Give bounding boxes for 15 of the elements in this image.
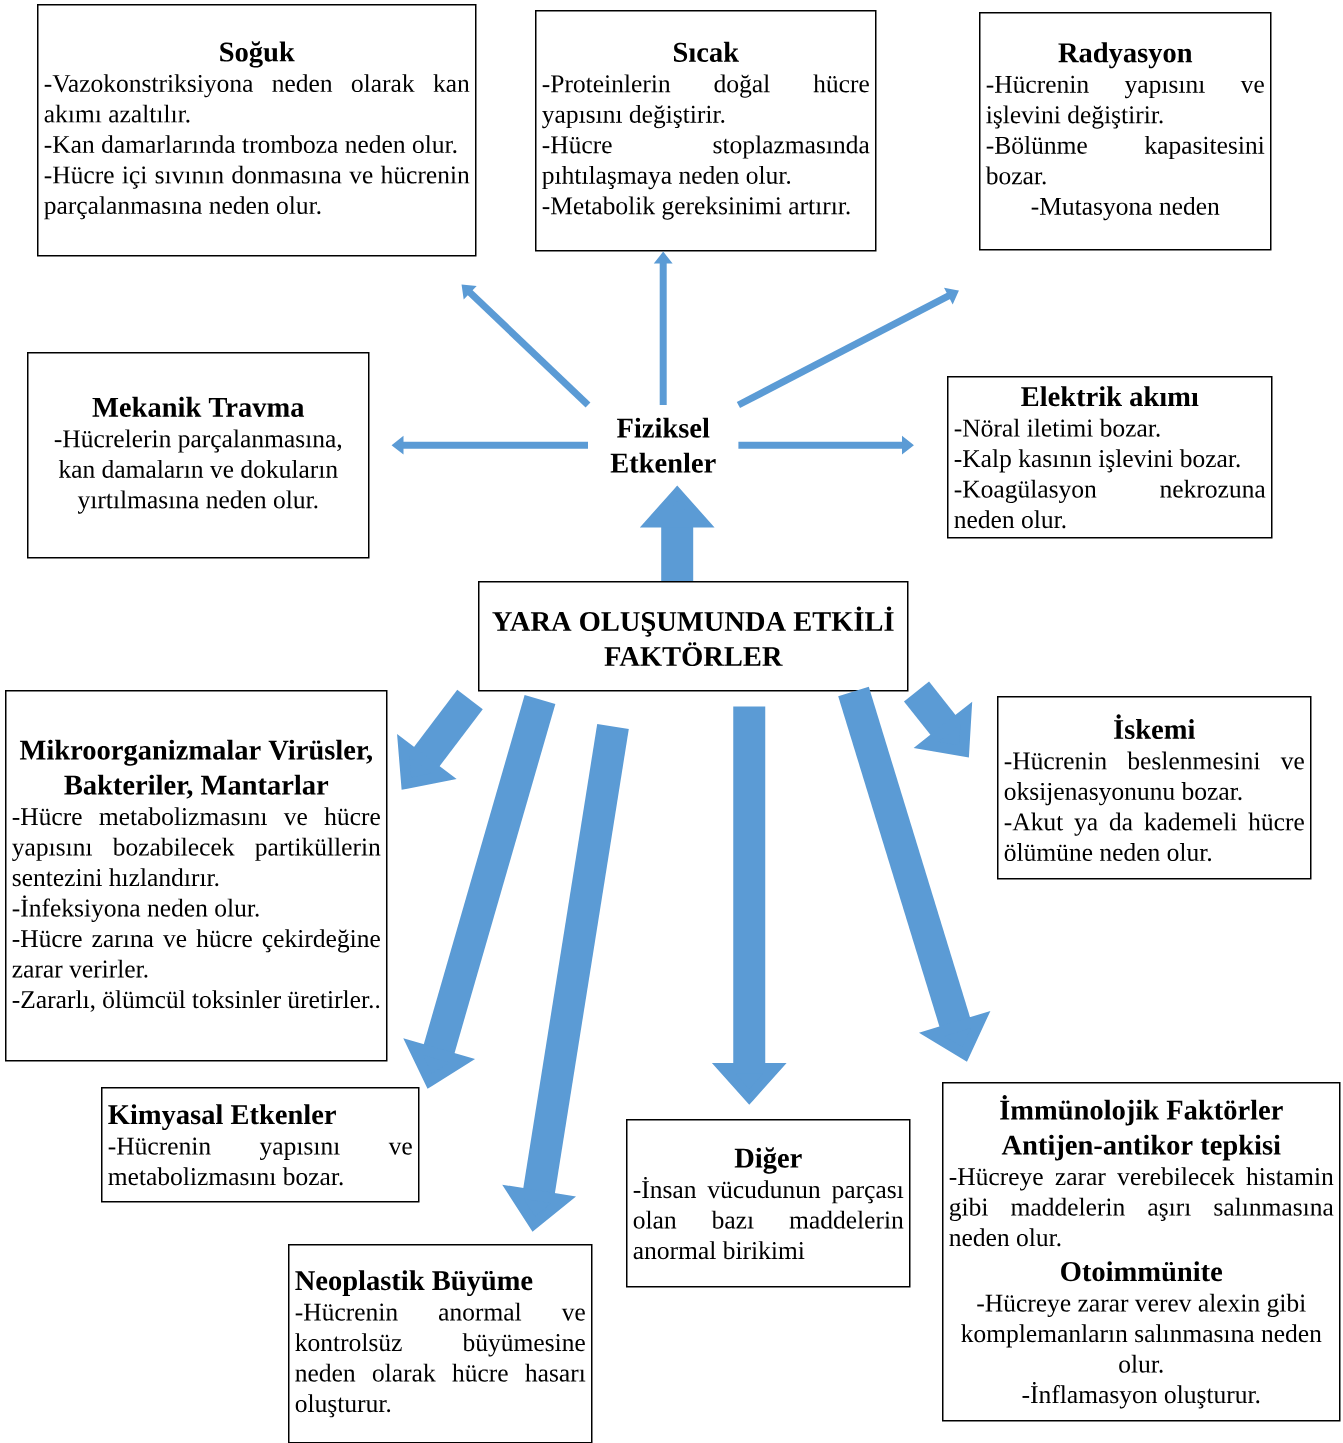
text-box: Radyasyon -Hücrenin yapısını ve işlevini değiştirir. -Bölünme kapasitesini bozar. -Mutasyona neden (979, 12, 1272, 251)
text-box: Elektrik akımı -Nöral iletimi bozar. -Kalp kasının işlevini bozar. -Koagülasyon nekrozuna neden olur. (947, 376, 1273, 539)
block-arrow (736, 287, 959, 409)
heading-text: Fiziksel Etkenler (610, 417, 716, 473)
block-arrow (461, 284, 591, 408)
text-box: Neoplastik Büyüme -Hücrenin anormal ve kontrolsüz büyümesine neden olarak hücre hasarı oluşturur. (288, 1244, 593, 1443)
text-box: Sıcak -Proteinlerin doğal hücre yapısını değiştirir. -Hücre stoplazmasında pıhtılaşmaya neden olur. -Metabolik gereksinimi artırır. (535, 10, 877, 252)
title-box: YARA OLUŞUMUNDA ETKİLİ FAKTÖRLER (478, 581, 909, 692)
text-box: İmmünolojik Faktörler Antijen-antikor tepkisi -Hücreye zarar verebilecek histamin gibi maddelerin aşırı salınmasına neden olur. Otoimmünite -Hücreye zarar verev alexin gibi komplemanların salınmasına neden olur. -İnflamasyon oluşturur. (942, 1082, 1341, 1422)
text-box: Mekanik Travma -Hücrelerin parçalanmasına, kan damaların ve dokuların yırtılmasına neden olur. (27, 352, 370, 559)
text-box: Kimyasal Etkenler -Hücrenin yapısını ve metabolizmasını bozar. (101, 1087, 420, 1203)
text-box: Diğer -İnsan vücudunun parçası olan bazı maddelerin anormal birikimi (626, 1119, 911, 1288)
text-box: Mikroorganizmalar Virüsler, Bakteriler, Mantarlar -Hücre metabolizmasını ve hücre yapısını bozabilecek partiküllerin sentezini hızlandırır. -İnfeksiyona neden olur. -Hücre zarına ve hücre çekirdeğine zarar verirler. -Zararlı, ölümcül toksinler üretirler.. (5, 690, 388, 1062)
text-box: Soğuk -Vazokonstriksiyona neden olarak kan akımı azaltılır. -Kan damarlarında tromboza neden olur. -Hücre içi sıvının donmasına ve hücrenin parçalanmasına neden olur. (37, 4, 477, 257)
text-box: İskemi -Hücrenin beslenmesini ve oksijenasyonunu bozar. -Akut ya da kademeli hücre ölümüne neden olur. (997, 696, 1312, 880)
